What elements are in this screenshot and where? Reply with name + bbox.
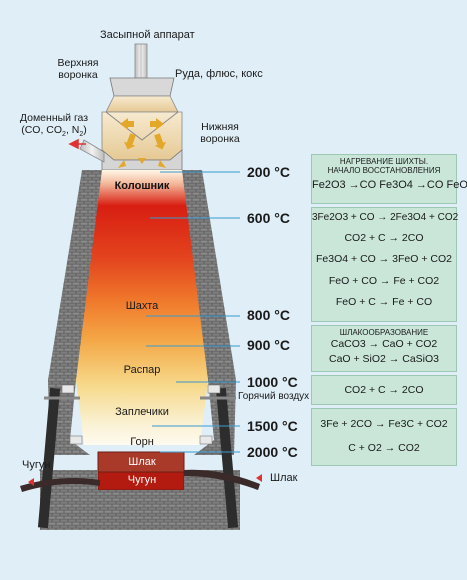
charge-label: Руда, флюс, кокс bbox=[175, 68, 263, 80]
blast-gas-sep: , N bbox=[65, 124, 80, 136]
bosh-label: Заплечики bbox=[115, 406, 169, 418]
iron-inner-label: Чугун bbox=[127, 474, 157, 486]
upper-funnel-label-line1: Верхняя bbox=[57, 57, 99, 69]
blast-gas-label: Доменный газ (CO, CO2, N2) bbox=[14, 112, 94, 141]
slag-inner-label: Шлак bbox=[128, 456, 156, 468]
temp-1000: 1000 °C bbox=[247, 374, 298, 390]
eq-3: CO2 + C → 2CO bbox=[344, 232, 424, 244]
gas-outlet-pipe bbox=[79, 139, 105, 163]
eq-10: 3Fe + 2CO → Fe3C + CO2 bbox=[320, 418, 448, 430]
carburization-box: 3Fe + 2CO → Fe3C + CO2 C + O2 → CO2 bbox=[311, 408, 457, 466]
iron-out-label: Чугун bbox=[22, 459, 51, 471]
eq-11: C + O2 → CO2 bbox=[348, 442, 420, 454]
eq-5: FeO + CO → Fe + CO2 bbox=[328, 275, 440, 287]
support-column-right bbox=[215, 387, 239, 529]
temp-1500: 1500 °C bbox=[247, 418, 298, 434]
eq-7: CaCO3 → CaO + CO2 bbox=[330, 338, 438, 350]
temp-900: 900 °C bbox=[247, 337, 290, 353]
iron-tap-channel bbox=[20, 478, 100, 492]
lower-funnel-label: Нижняя воронка bbox=[190, 121, 250, 145]
blast-gas-label-line2: (CO, CO2, N2) bbox=[14, 124, 94, 141]
shaft-label: Шахта bbox=[125, 300, 159, 312]
blast-gas-text: (CO, CO bbox=[21, 124, 63, 136]
charging-device-label: Засыпной аппарат bbox=[100, 29, 195, 41]
eq-reduction-chain: Fe2O3 →CO Fe3O4 →CO FeO bbox=[312, 179, 467, 191]
slag-forming-title: ШЛАКООБРАЗОВАНИЕ bbox=[339, 328, 429, 337]
slag-forming-box: ШЛАКООБРАЗОВАНИЕ CaCO3 → CaO + CO2 CaO +… bbox=[311, 325, 457, 372]
hot-air-label: Горячий воздух bbox=[238, 391, 310, 402]
eq-9: CO2 + C → 2CO bbox=[344, 384, 424, 396]
temp-2000: 2000 °C bbox=[247, 444, 298, 460]
eq-2: 3Fe2O3 + CO → 2Fe3O4 + CO2 bbox=[312, 212, 459, 223]
temp-600: 600 °C bbox=[247, 210, 290, 226]
blast-gas-subn: 2 bbox=[79, 131, 84, 139]
blast-gas-label-line1: Доменный газ bbox=[19, 112, 89, 124]
eq-8: CaO + SiO2 → CaSiO3 bbox=[329, 353, 439, 365]
furnace-base bbox=[40, 470, 240, 530]
upper-funnel-label-line2: воронка bbox=[58, 69, 98, 81]
heating-box: НАГРЕВАНИЕ ШИХТЫ. НАЧАЛО ВОССТАНОВЛЕНИЯ … bbox=[311, 154, 467, 204]
belly-label: Распар bbox=[123, 364, 161, 376]
eq-4: Fe3O4 + CO → 3FeO + CO2 bbox=[316, 253, 452, 265]
temperature-leader-lines bbox=[146, 171, 240, 453]
furnace-interior bbox=[76, 170, 208, 445]
upper-funnel bbox=[109, 77, 175, 97]
furnace-wall-left bbox=[48, 170, 108, 455]
lower-funnel-label-line2: воронка bbox=[200, 133, 240, 145]
temp-800: 800 °C bbox=[247, 307, 290, 323]
support-column-left bbox=[37, 387, 61, 529]
carbon-box: CO2 + C → 2CO bbox=[311, 375, 457, 405]
slag-out-label: Шлак bbox=[270, 472, 298, 484]
hearth-label: Горн bbox=[130, 436, 154, 448]
reduction-box: 3Fe2O3 + CO → 2Fe3O4 + CO2 CO2 + C → 2CO… bbox=[311, 207, 459, 322]
lower-funnel-label-line1: Нижняя bbox=[201, 121, 239, 133]
blast-gas-sub: 2 bbox=[62, 131, 66, 139]
throat-label: Колошник bbox=[114, 180, 170, 192]
furnace-wall-right bbox=[176, 170, 236, 455]
heating-title-line1: НАГРЕВАНИЕ ШИХТЫ. bbox=[339, 157, 429, 166]
blast-gas-end: ) bbox=[83, 124, 87, 136]
heating-title-line2: НАЧАЛО ВОССТАНОВЛЕНИЯ bbox=[327, 166, 441, 175]
charging-funnel bbox=[101, 111, 183, 161]
eq-6: FeO + C → Fe + CO bbox=[335, 296, 433, 308]
slag-tap-channel bbox=[184, 469, 260, 490]
charge-flow-arrows bbox=[118, 118, 167, 168]
heating-box-title: НАГРЕВАНИЕ ШИХТЫ. НАЧАЛО ВОССТАНОВЛЕНИЯ bbox=[312, 155, 456, 175]
temp-200: 200 °C bbox=[247, 164, 290, 180]
upper-funnel-label: Верхняя воронка bbox=[48, 57, 108, 81]
